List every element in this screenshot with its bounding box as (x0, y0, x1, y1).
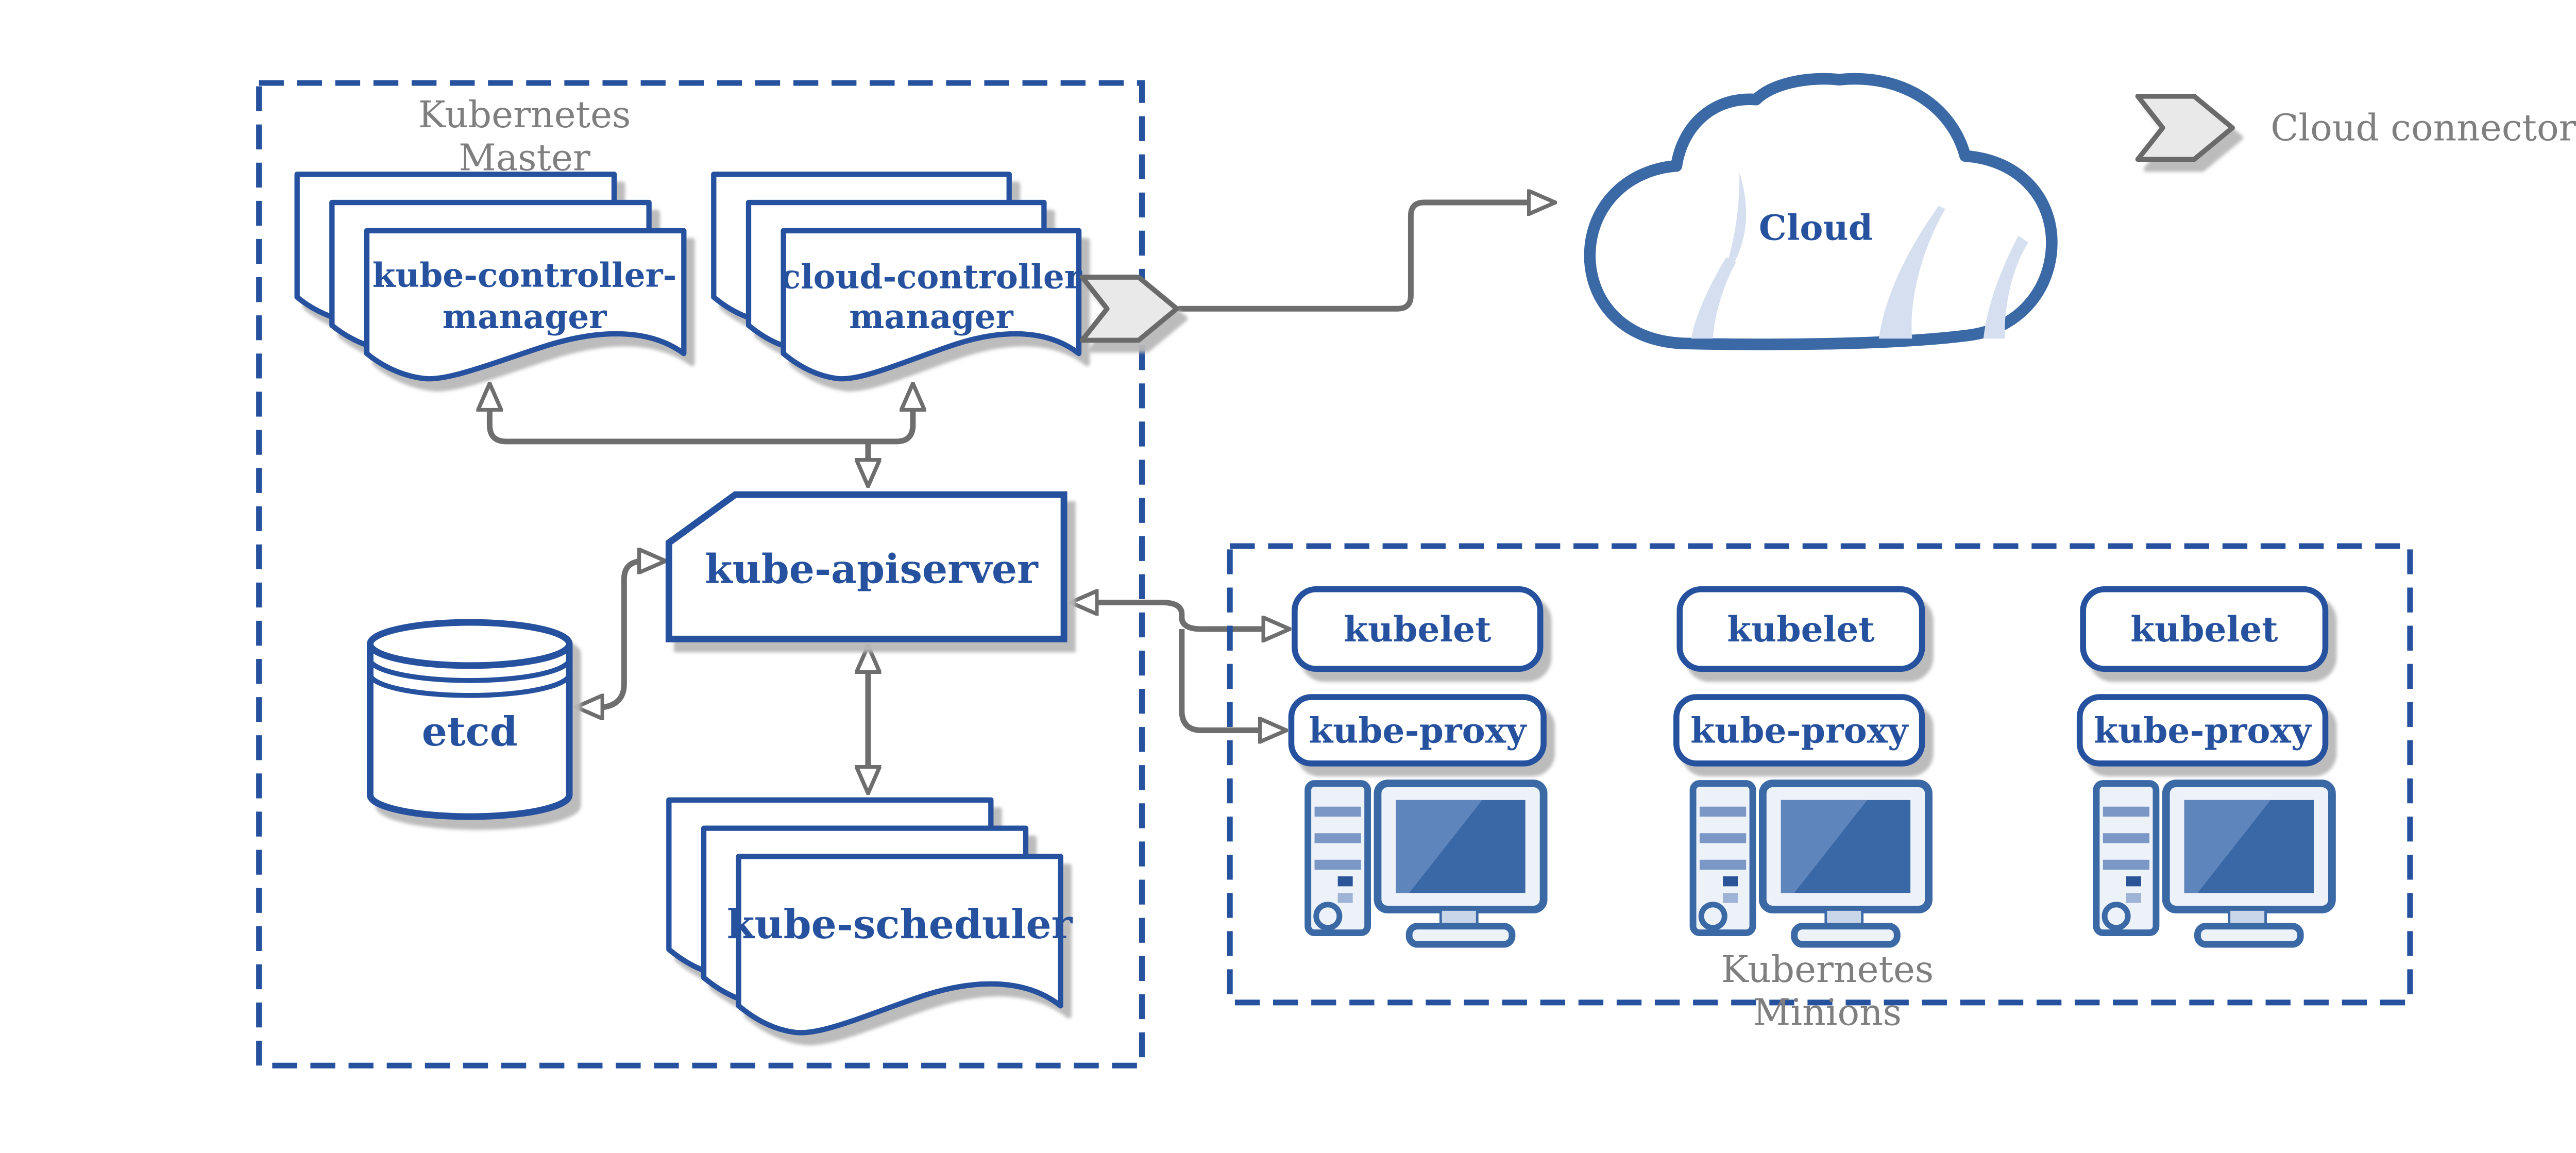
cloud-controller-manager-label-line2: manager (849, 298, 1014, 336)
kubelet-label-3: kubelet (2130, 608, 2278, 650)
cloud-connector-icon (1079, 275, 1179, 343)
master-boundary (256, 80, 1145, 1069)
kube-proxy-box-1 (1288, 694, 1547, 767)
kube-proxy-label-3: kube-proxy (2094, 710, 2312, 751)
cloud-highlight (1983, 235, 2028, 339)
kube-scheduler-label: kube-scheduler (727, 901, 1073, 948)
kube-controller-manager-stack: kube-controller- manager (294, 172, 687, 382)
kubelet-box-2 (1676, 586, 1925, 672)
minions-title-line1: Kubernetes (1721, 948, 1934, 991)
legend-cloud-connector-icon (2135, 94, 2235, 162)
kube-proxy-box-2 (1673, 694, 1925, 767)
kube-proxy-label-2: kube-proxy (1690, 710, 1909, 751)
cloud-highlight (1878, 206, 1945, 339)
cloud-shape: Cloud (1584, 73, 2058, 350)
kubernetes-architecture-diagram: Kubernetes Master kube-controller- manag… (256, 73, 2576, 1069)
computer-icon-1 (1308, 784, 1544, 944)
kube-proxy-label-1: kube-proxy (1309, 710, 1527, 751)
minion-node-1: kubelet kube-proxy (1288, 586, 1547, 944)
cloud-highlight (1691, 257, 1736, 339)
minions-boundary (1227, 543, 2413, 1006)
etcd-label: etcd (422, 708, 518, 755)
kube-apiserver-box (665, 491, 1067, 642)
doc-sheet (736, 854, 1063, 1036)
computer-icon-3 (2096, 784, 2332, 944)
arrow-connector-to-cloud (1178, 202, 1553, 312)
legend-cloud-connector-label: Cloud connector (2270, 107, 2576, 149)
kube-scheduler-stack: kube-scheduler (666, 797, 1073, 1036)
kubelet-label-1: kubelet (1344, 608, 1491, 650)
arrow-apiserver-to-kubelet (1072, 602, 1288, 629)
cloud-controller-manager-stack: cloud-controller manager (711, 172, 1082, 382)
arrow-apiserver-to-controller-managers (489, 385, 913, 445)
kube-controller-manager-label-line1: kube-controller- (372, 256, 677, 295)
doc-sheet (364, 228, 687, 382)
arrow-apiserver-to-etcd (578, 561, 664, 707)
minion-node-2: kubelet kube-proxy (1673, 586, 1929, 944)
doc-sheet (781, 228, 1082, 382)
kube-controller-manager-label-line2: manager (443, 298, 607, 336)
cloud-highlight (1719, 173, 1747, 286)
kube-apiserver-label: kube-apiserver (705, 546, 1039, 593)
etcd-cylinder (366, 619, 573, 820)
cloud-label: Cloud (1759, 207, 1873, 248)
cloud-controller-manager-label-line1: cloud-controller (781, 258, 1082, 297)
minions-title-line2: Minions (1753, 991, 1902, 1034)
computer-icon-2 (1693, 784, 1928, 944)
kubelet-box-3 (2080, 586, 2329, 672)
kubelet-label-2: kubelet (1727, 608, 1874, 650)
kube-proxy-box-3 (2076, 694, 2329, 767)
master-title-line1: Kubernetes (418, 93, 631, 136)
minion-node-3: kubelet kube-proxy (2076, 586, 2332, 944)
kubelet-box-1 (1292, 586, 1544, 672)
arrow-apiserver-to-kube-proxy (1179, 629, 1285, 731)
